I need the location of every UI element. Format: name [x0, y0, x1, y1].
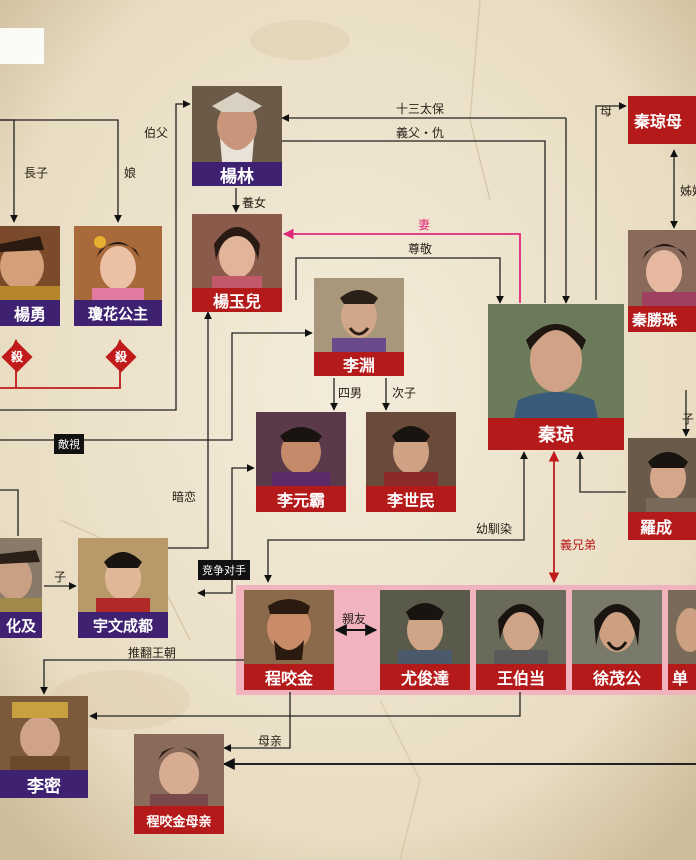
portrait-image [0, 226, 60, 300]
card-qin-sheng-zhu[interactable]: 秦勝珠 [628, 230, 696, 332]
character-name: 瓊花公主 [74, 300, 162, 326]
label-zi-hua: 子 [54, 570, 67, 584]
character-name: 单 [668, 664, 696, 690]
kill-label-2: 殺 [114, 350, 127, 364]
card-yu-wen-cheng-du[interactable]: 宇文成都 [78, 538, 168, 638]
card-yang-yong[interactable]: 楊勇 [0, 226, 60, 326]
label-niang: 娘 [124, 166, 137, 180]
character-name: 李世民 [366, 486, 456, 512]
card-hua-ji[interactable]: 化及 [0, 538, 42, 638]
portrait-image [488, 304, 624, 418]
card-qionghua[interactable]: 瓊花公主 [74, 226, 162, 326]
card-qin-qiong[interactable]: 秦琼 [488, 304, 624, 450]
label-yi-xiong-di: 義兄弟 [560, 538, 597, 552]
portrait-image [0, 538, 42, 612]
label-zhangzi: 長子 [24, 166, 49, 180]
label-zi-mei: 姊妹 [680, 184, 696, 198]
character-name: 李元霸 [256, 486, 346, 512]
character-name: 秦琼 [488, 418, 624, 450]
portrait-image [572, 590, 662, 664]
portrait-image [668, 590, 696, 664]
portrait-image [256, 412, 346, 486]
portrait-image [628, 230, 696, 306]
portrait-image [628, 438, 696, 512]
portrait-image [192, 214, 282, 288]
label-an-lian: 暗恋 [172, 490, 197, 504]
character-name: 楊林 [192, 162, 282, 186]
card-xu-mao-gong[interactable]: 徐茂公 [572, 590, 662, 690]
kill-label-1: 殺 [10, 350, 23, 364]
portrait-image [380, 590, 470, 664]
character-name: 尤俊達 [380, 664, 470, 690]
character-name: 程咬金 [244, 664, 334, 690]
portrait-image [244, 590, 334, 664]
card-yang-yu-er[interactable]: 楊玉兒 [192, 214, 282, 312]
portrait-image [74, 226, 162, 300]
character-name: 秦勝珠 [628, 306, 696, 332]
portrait-image [192, 86, 282, 162]
label-zunjing: 尊敬 [408, 242, 433, 256]
character-name: 程咬金母亲 [134, 806, 224, 834]
label-qi: 妻 [418, 218, 431, 232]
card-li-yuan-ba[interactable]: 李元霸 [256, 412, 346, 512]
card-shan[interactable]: 单 [668, 590, 696, 690]
card-yang-lin[interactable]: 楊林 [192, 86, 282, 186]
label-di-shi: 敵視 [54, 434, 84, 454]
portrait-image [0, 696, 88, 770]
portrait-image [366, 412, 456, 486]
character-name: 化及 [0, 612, 42, 638]
portrait-image [476, 590, 566, 664]
label-shisan-taibao: 十三太保 [396, 102, 445, 116]
label-you-lin-ran: 幼馴染 [476, 522, 513, 536]
portrait-image [134, 734, 224, 806]
portrait-image [314, 278, 404, 352]
character-name: 楊勇 [0, 300, 60, 326]
label-tui-fan: 推翻王朝 [128, 646, 177, 660]
card-qin-qiong-mu[interactable]: 秦琼母 [628, 96, 696, 144]
label-zi-luo: 子 [682, 412, 695, 426]
label-yangnu: 養女 [242, 196, 267, 210]
card-luo-cheng[interactable]: 羅成 [628, 438, 696, 540]
card-cheng-yao-jin[interactable]: 程咬金 [244, 590, 334, 690]
card-li-yuan[interactable]: 李淵 [314, 278, 404, 376]
label-bofu: 伯父 [144, 126, 169, 140]
character-name: 秦琼母 [628, 96, 696, 144]
character-name: 宇文成都 [78, 612, 168, 638]
card-wang-bo-dang[interactable]: 王伯当 [476, 590, 566, 690]
card-li-shi-min[interactable]: 李世民 [366, 412, 456, 512]
label-mu-qin: 母亲 [258, 734, 283, 748]
character-name: 徐茂公 [572, 664, 662, 690]
character-name: 李淵 [314, 352, 404, 376]
character-name: 李密 [0, 770, 88, 798]
card-li-mi[interactable]: 李密 [0, 696, 88, 798]
label-mu: 母 [600, 104, 613, 118]
label-ci-zi: 次子 [392, 386, 417, 400]
character-name: 楊玉兒 [192, 288, 282, 312]
card-cheng-yao-jin-mu[interactable]: 程咬金母亲 [134, 734, 224, 834]
label-qin-you: 親友 [342, 612, 367, 626]
label-si-nan: 四男 [338, 386, 363, 400]
card-you-jun-da[interactable]: 尤俊達 [380, 590, 470, 690]
legend-box [0, 28, 44, 64]
label-jingzheng: 竞争对手 [198, 560, 250, 580]
portrait-image [78, 538, 168, 612]
label-yifu-chou: 義父・仇 [396, 126, 445, 140]
character-name: 羅成 [628, 512, 696, 540]
character-name: 王伯当 [476, 664, 566, 690]
